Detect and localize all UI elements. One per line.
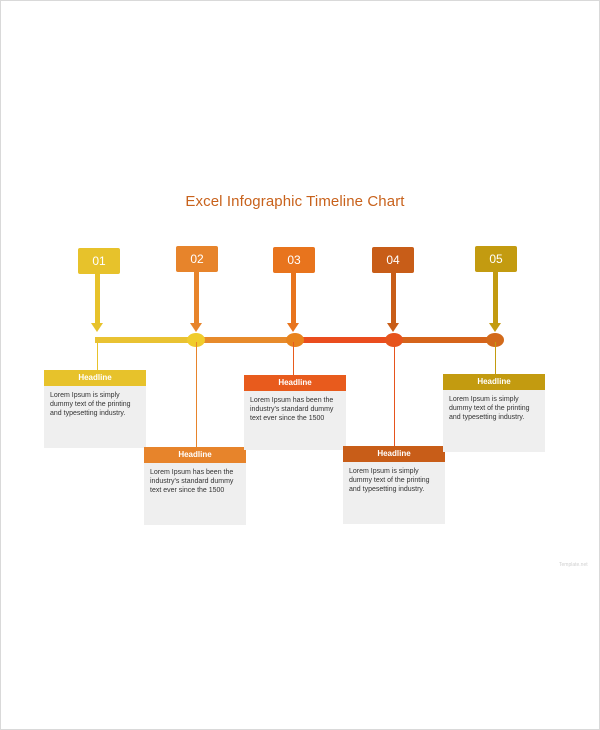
connector-05	[495, 342, 496, 374]
step-stem-05	[493, 272, 498, 324]
timeline-node-2	[187, 333, 205, 347]
connector-03	[293, 342, 294, 375]
step-arrow-05	[489, 323, 501, 332]
card-headline: Headline	[343, 446, 445, 462]
connector-02	[196, 342, 197, 447]
card-text: Lorem Ipsum is simply dummy text of the …	[449, 396, 530, 421]
step-arrow-02	[190, 323, 202, 332]
step-card-05: Headline Lorem Ipsum is simply dummy tex…	[443, 374, 545, 452]
step-stem-03	[291, 273, 296, 324]
timeline-segment-4	[394, 337, 495, 343]
step-badge-05: 05	[475, 246, 517, 272]
step-card-03: Headline Lorem Ipsum has been the indust…	[244, 375, 346, 450]
card-headline: Headline	[443, 374, 545, 390]
timeline-node-3	[286, 333, 304, 347]
card-text: Lorem Ipsum has been the industry's stan…	[250, 397, 334, 422]
card-headline: Headline	[44, 370, 146, 386]
step-arrow-03	[287, 323, 299, 332]
step-stem-02	[194, 272, 199, 324]
connector-01	[97, 342, 98, 370]
timeline-node-4	[385, 333, 403, 347]
timeline-segment-2	[196, 337, 295, 343]
card-headline: Headline	[244, 375, 346, 391]
card-text: Lorem Ipsum has been the industry's stan…	[150, 469, 234, 494]
card-text: Lorem Ipsum is simply dummy text of the …	[349, 468, 430, 493]
card-headline: Headline	[144, 447, 246, 463]
step-stem-01	[95, 274, 100, 324]
step-badge-01: 01	[78, 248, 120, 274]
timeline-segment-3	[295, 337, 394, 343]
step-badge-04: 04	[372, 247, 414, 273]
step-stem-04	[391, 273, 396, 324]
card-text: Lorem Ipsum is simply dummy text of the …	[50, 392, 131, 417]
step-arrow-04	[387, 323, 399, 332]
watermark-text: Template.net	[559, 562, 588, 568]
timeline-segment-1	[95, 337, 196, 343]
step-badge-02: 02	[176, 246, 218, 272]
step-card-01: Headline Lorem Ipsum is simply dummy tex…	[44, 370, 146, 448]
step-arrow-01	[91, 323, 103, 332]
timeline-node-5	[486, 333, 504, 347]
step-badge-03: 03	[273, 247, 315, 273]
step-card-04: Headline Lorem Ipsum is simply dummy tex…	[343, 446, 445, 524]
page-title: Excel Infographic Timeline Chart	[185, 193, 405, 210]
step-card-02: Headline Lorem Ipsum has been the indust…	[144, 447, 246, 525]
connector-04	[394, 342, 395, 446]
